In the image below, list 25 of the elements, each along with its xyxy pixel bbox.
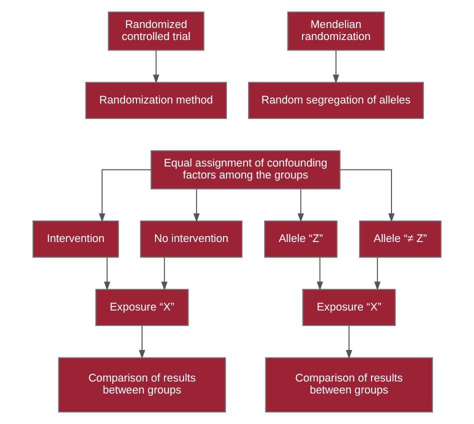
- node-box: Mendelian randomization: [287, 12, 385, 51]
- arrow: [138, 326, 146, 360]
- node-box: Randomization method: [85, 82, 227, 120]
- arrow: [152, 50, 160, 84]
- node-box: Comparison of results between groups: [265, 357, 433, 412]
- node-box: Randomized controlled trial: [108, 12, 204, 51]
- arrow: [161, 257, 168, 291]
- arrow: [374, 257, 381, 291]
- arrow: [298, 189, 304, 222]
- arrow: [346, 326, 352, 360]
- node-box: Allele “Z”: [264, 220, 338, 258]
- node-box: Exposure “X”: [95, 288, 189, 326]
- arrow: [332, 50, 340, 84]
- node-box: Allele “≠ Z”: [359, 220, 442, 258]
- arrow: [193, 189, 200, 222]
- node-box: Equal assignment of confounding factors among the groups: [150, 150, 340, 190]
- arrow: [98, 169, 152, 222]
- arrow: [340, 169, 395, 222]
- arrow: [104, 257, 110, 291]
- node-box: No intervention: [140, 220, 243, 258]
- arrow: [316, 257, 324, 291]
- node-box: Intervention: [32, 220, 119, 258]
- node-box: Random segregation of alleles: [248, 82, 424, 120]
- node-box: Exposure “X”: [302, 288, 396, 326]
- node-box: Comparison of results between groups: [58, 357, 226, 412]
